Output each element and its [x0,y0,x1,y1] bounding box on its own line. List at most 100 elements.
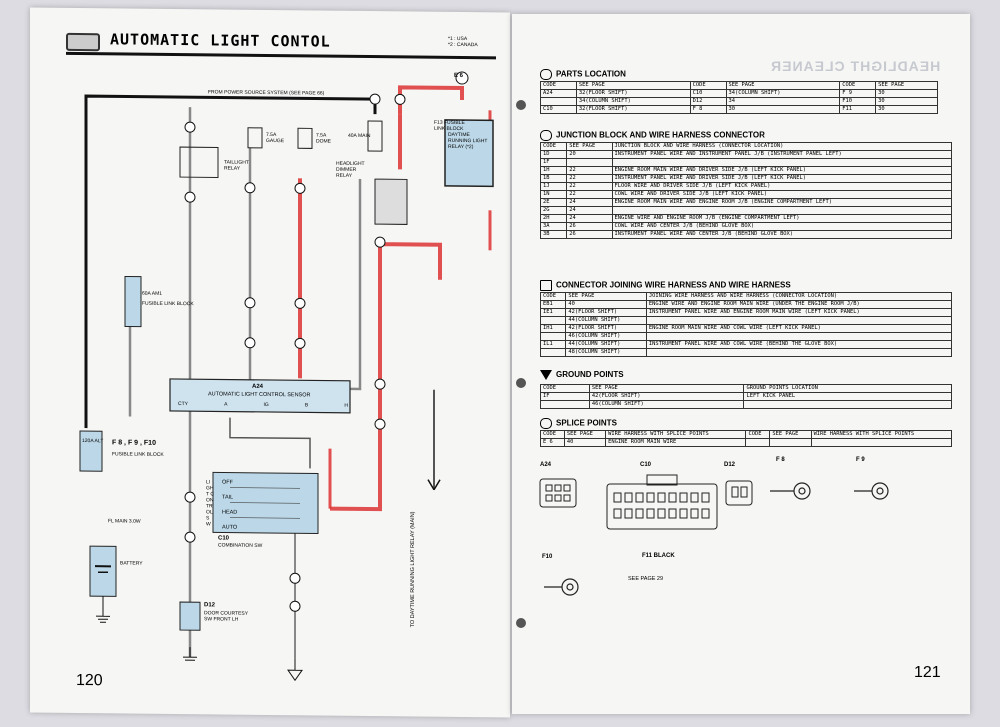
label-d12: D12 [724,462,736,468]
cell: 30 [875,97,938,106]
c10-pin [690,508,699,519]
th-code: CODE [689,81,727,90]
pin-a: A [224,401,228,408]
cell: IH1 [539,324,567,333]
drl-relay-box [444,119,494,188]
ground-points-heading: GROUND POINTS [540,370,624,380]
pin-b: B [304,402,309,409]
connector-joining-heading: CONNECTOR JOINING WIRE HARNESS AND WIRE … [540,280,791,291]
cell [645,348,953,357]
ghost-title: HEADLIGHT CLEANER [770,58,941,74]
left-page: AUTOMATIC LIGHT CONTOL *1 : USA *2 : CAN… [30,7,510,718]
courtesy-code: D12 [204,602,216,609]
cell: 26 [566,222,613,231]
th-see-page: SEE PAGE [725,81,841,90]
c10-pin [646,508,655,519]
cell: IF [540,392,590,401]
cell [566,158,613,167]
c10-pin [657,492,666,503]
cell: 3A [539,222,568,231]
cell: 22 [566,190,613,199]
title-icon [66,32,100,52]
page-number-left: 120 [76,671,103,690]
connector-joining-icon [540,280,552,291]
th-code: CODE [540,384,590,393]
cell: 46(COLUMN SHIFT) [565,332,647,341]
cell: ENGINE WIRE AND ENGINE ROOM MAIN WIRE (U… [645,300,953,309]
switch-off: OFF [222,479,233,486]
label-f11: F11 BLACK [642,553,675,559]
th-code: CODE [745,430,771,439]
cell: 3B [539,230,568,239]
c10-pin [701,508,710,519]
label-f8: F 8 [776,457,785,463]
th-see-page: SEE PAGE [588,384,745,393]
th-see-page: SEE PAGE [875,81,938,90]
label-a24: A24 [540,462,552,468]
pin-h: H [344,402,348,409]
cell: 1F [539,158,568,167]
cell: 34 [725,97,841,106]
cell [743,400,952,409]
cell: 1H [539,166,568,175]
cell: 22 [566,174,613,183]
cell: 22 [566,182,613,191]
wire-red-top [398,85,464,115]
junction-block-title: JUNCTION BLOCK AND WIRE HARNESS CONNECTO… [556,130,765,140]
cell: F 9 [839,89,877,98]
c10-pin [701,492,710,503]
cell: ENGINE ROOM MAIN WIRE AND ENGINE ROOM J/… [611,198,953,207]
cell: 40 [565,300,647,309]
connector-joining-title: CONNECTOR JOINING WIRE HARNESS AND WIRE … [556,280,791,290]
parts-location-heading: PARTS LOCATION [540,69,626,80]
cell: 32(FLOOR SHIFT) [575,89,691,98]
drl-relay-label: DAYTIME RUNNING LIGHT RELAY (*2) [448,131,488,151]
ground-triangle-icon [540,370,552,380]
cell: D12 [689,97,727,106]
cell: 1J [539,182,568,191]
c10-pin [679,492,688,503]
th-code: CODE [539,292,567,301]
cell: INSTRUMENT PANEL WIRE AND DRIVER SIDE J/… [611,174,953,183]
region-note: *1 : USA *2 : CANADA [448,36,478,48]
cell [539,332,567,341]
switch-tail: TAIL [222,494,234,501]
c10-pin [624,508,633,519]
th-harness: WIRE HARNESS WITH SPLICE POINTS [810,430,953,439]
wiring-diagram [79,71,494,682]
junction-block-heading: JUNCTION BLOCK AND WIRE HARNESS CONNECTO… [540,130,765,141]
splice-points-heading: SPLICE POINTS [540,418,617,429]
c10-pin [690,492,699,503]
c10-pin [635,492,644,503]
cell: COWL WIRE AND DRIVER SIDE J/B (LEFT KICK… [611,190,953,199]
th-see-page: SEE PAGE [575,81,691,90]
cell [810,438,953,447]
connector-f10 [544,578,579,596]
cell: 22 [566,166,613,175]
cell: F 8 [689,105,727,114]
cell: INSTRUMENT PANEL WIRE AND CENTER J/B (BE… [611,230,953,239]
cell: ENGINE ROOM MAIN WIRE AND COWL WIRE (LEF… [645,324,953,333]
headlight-dimmer-relay-label: HEADLIGHT DIMMER RELAY [336,160,365,179]
alt-label: 120A ALT [82,438,104,445]
cell: FLOOR WIRE AND DRIVER SIDE J/B (LEFT KIC… [611,182,953,191]
cell [540,97,577,106]
c10-pin [613,508,622,519]
cell: EB1 [539,300,567,309]
